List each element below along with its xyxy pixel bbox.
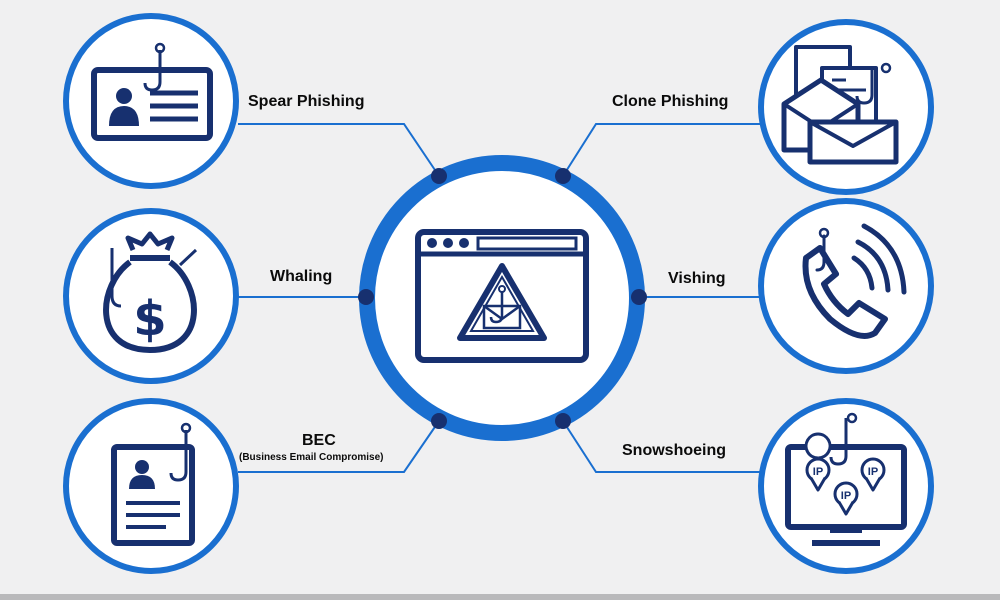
node-bec bbox=[63, 398, 239, 574]
node-vishing bbox=[758, 198, 934, 374]
joint-dots bbox=[358, 168, 647, 429]
connector-clone-phishing bbox=[562, 123, 762, 177]
svg-text:$: $ bbox=[133, 291, 166, 347]
label-vishing: Vishing bbox=[668, 270, 726, 287]
label-spear-phishing: Spear Phishing bbox=[248, 93, 365, 110]
duplicate-envelope-hook-icon bbox=[781, 45, 899, 165]
node-clone-phishing bbox=[758, 19, 934, 195]
phone-hook-icon bbox=[802, 223, 907, 339]
node-whaling: $ bbox=[63, 208, 239, 384]
label-snowshoeing: Snowshoeing bbox=[622, 442, 726, 459]
bottom-border bbox=[0, 594, 1000, 600]
connector-spear-phishing bbox=[238, 123, 440, 177]
svg-text:IP: IP bbox=[868, 466, 878, 478]
svg-text:IP: IP bbox=[813, 466, 823, 478]
money-bag-hook-icon: $ bbox=[103, 231, 198, 354]
document-profile-hook-icon bbox=[111, 422, 195, 546]
browser-warning-phishing-icon bbox=[415, 229, 589, 363]
label-whaling: Whaling bbox=[270, 268, 333, 285]
label-clone-phishing: Clone Phishing bbox=[612, 93, 729, 110]
id-card-hook-icon bbox=[91, 42, 213, 141]
label-bec: BEC bbox=[302, 432, 336, 449]
node-spear-phishing bbox=[63, 13, 239, 189]
connectors bbox=[238, 123, 762, 473]
sublabel-bec: (Business Email Compromise) bbox=[239, 452, 384, 463]
center-hub bbox=[359, 155, 645, 441]
svg-text:IP: IP bbox=[841, 490, 851, 502]
monitor-ip-hook-icon: IP IP IP bbox=[785, 412, 907, 546]
node-snowshoeing: IP IP IP bbox=[758, 398, 934, 574]
connector-bec bbox=[238, 420, 440, 473]
connector-snowshoeing bbox=[562, 420, 762, 473]
